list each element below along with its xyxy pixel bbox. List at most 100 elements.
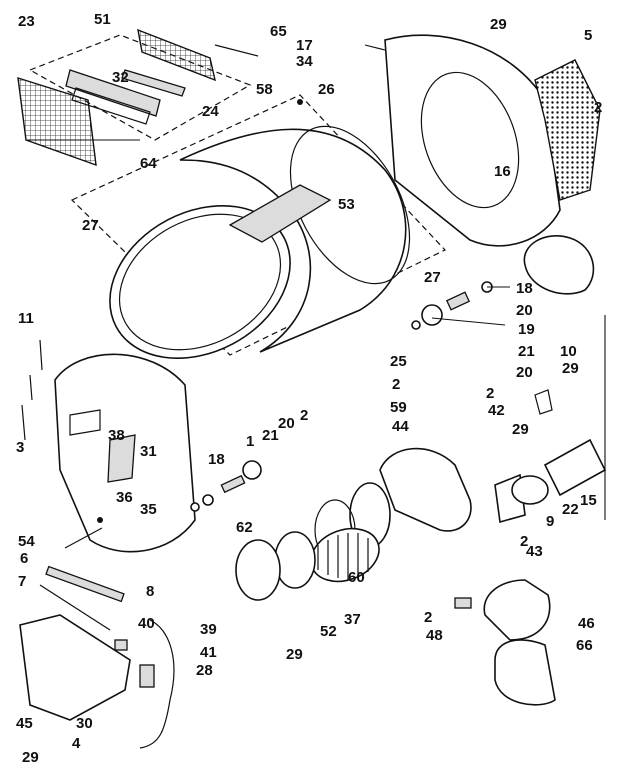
callout-6: 6	[20, 550, 28, 567]
callout-23: 23	[18, 13, 35, 30]
lint-screen-part	[17, 77, 97, 167]
switch-part	[139, 664, 155, 688]
callout-21-center: 21	[262, 427, 279, 444]
callout-35: 35	[140, 501, 157, 518]
callout-19: 19	[518, 321, 535, 338]
callout-30: 30	[76, 715, 93, 732]
callout-53: 53	[338, 196, 355, 213]
clip-part	[411, 320, 421, 330]
drum-group-outline	[70, 94, 446, 356]
callout-15: 15	[580, 492, 597, 509]
callout-22: 22	[562, 501, 579, 518]
drum-screw	[297, 99, 303, 105]
wire-harness-part	[21, 339, 43, 441]
callout-32: 32	[112, 69, 129, 86]
callout-17: 17	[296, 37, 313, 54]
lower-left-parts	[19, 527, 175, 749]
callout-45: 45	[16, 715, 33, 732]
callout-40: 40	[138, 615, 155, 632]
front-washer-part	[202, 494, 214, 506]
drum-baffle-part	[228, 184, 332, 243]
rail-wire-part	[39, 584, 111, 631]
lint-housing-part	[71, 87, 151, 125]
front-clip-part	[190, 502, 200, 512]
roller-part	[421, 304, 443, 326]
front-bulkhead-assembly	[21, 339, 196, 553]
callout-2-lower: 2	[424, 609, 432, 626]
callout-43: 43	[526, 543, 543, 560]
callout-1: 1	[246, 433, 254, 450]
callout-54: 54	[18, 533, 35, 550]
callout-29-right: 29	[562, 360, 579, 377]
callout-59: 59	[390, 399, 407, 416]
callout-2-mid-right: 2	[486, 385, 494, 402]
callout-42: 42	[488, 402, 505, 419]
drum-front-rim-part	[109, 204, 291, 360]
bulkhead-leader	[364, 44, 386, 51]
callout-52: 52	[320, 623, 337, 640]
drum-assembly	[70, 94, 446, 360]
callout-11: 11	[18, 310, 34, 327]
callout-44: 44	[392, 418, 409, 435]
callout-31: 31	[140, 443, 157, 460]
thermostat-part	[534, 389, 553, 415]
callout-29-mid: 29	[512, 421, 529, 438]
housing-ring-part	[235, 539, 281, 601]
front-roller-hardware	[190, 460, 262, 512]
bulkhead-opening-part	[420, 71, 520, 209]
lint-switch-part	[214, 44, 259, 57]
callout-24: 24	[202, 103, 219, 120]
lower-wire-part	[139, 619, 175, 749]
drum-front-opening-part	[118, 213, 282, 351]
callout-66: 66	[576, 637, 593, 654]
callout-4: 4	[72, 735, 81, 752]
lint-cover-part	[137, 28, 216, 82]
callout-20-lower: 20	[516, 364, 533, 381]
exhaust-duct-assembly	[454, 315, 607, 706]
lint-duct-part	[65, 69, 161, 117]
callout-29-bottom-left: 29	[22, 749, 39, 766]
drum-rear-seal-part	[289, 125, 411, 285]
callout-27-left: 27	[82, 217, 99, 234]
heater-duct-part	[523, 235, 595, 295]
callout-10: 10	[560, 343, 577, 360]
callout-34: 34	[296, 53, 313, 70]
callout-18-center: 18	[208, 451, 225, 468]
callout-18-right: 18	[516, 280, 533, 297]
callout-21-right: 21	[518, 343, 535, 360]
callout-37: 37	[344, 611, 361, 628]
lint-group-outline	[28, 34, 252, 141]
callout-28: 28	[196, 662, 213, 679]
bulkhead-bracket-part	[69, 409, 101, 436]
callout-2-lower-right: 2	[520, 533, 528, 550]
exhaust-ring-part	[511, 475, 549, 505]
idler-hardware	[411, 281, 510, 330]
callout-41: 41	[200, 644, 217, 661]
exhaust-pipe-part	[543, 438, 607, 497]
roller-shaft-part	[445, 291, 471, 311]
front-roller-part	[242, 460, 262, 480]
callout-36: 36	[116, 489, 133, 506]
exhaust-hood-part	[483, 579, 551, 641]
lint-filter-assembly	[17, 28, 259, 167]
callout-9: 9	[546, 513, 554, 530]
blower-assembly	[235, 447, 472, 601]
rear-bulkhead-assembly	[364, 34, 601, 295]
drum-shell-part	[179, 128, 407, 353]
callout-29-top: 29	[490, 16, 507, 33]
heater-cover-part	[534, 59, 601, 201]
inlet-ring-part	[274, 531, 316, 589]
clip-small-part	[114, 639, 128, 651]
callout-27-right: 27	[424, 269, 441, 286]
duct-bracket-part	[454, 597, 472, 609]
callout-38: 38	[108, 427, 125, 444]
callout-26: 26	[318, 81, 335, 98]
callout-65: 65	[270, 23, 287, 40]
callout-51: 51	[94, 11, 111, 28]
callout-7: 7	[18, 573, 26, 590]
blower-wheel-part	[310, 527, 380, 583]
exhaust-elbow-part	[494, 639, 556, 706]
callout-62: 62	[236, 519, 253, 536]
